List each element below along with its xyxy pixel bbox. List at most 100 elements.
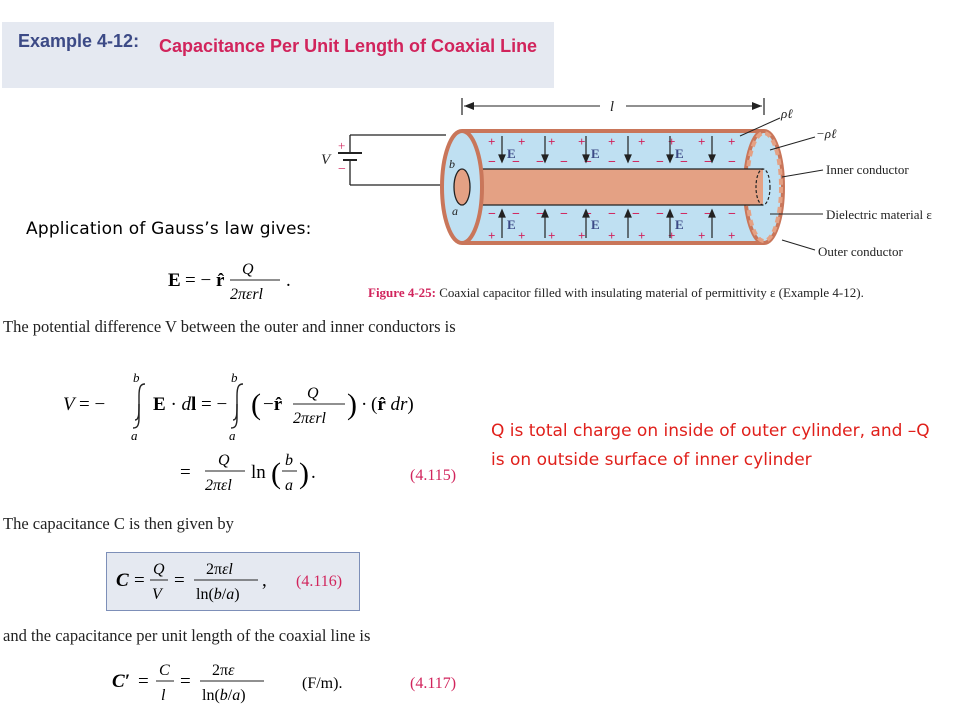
svg-text:+: +: [728, 134, 735, 149]
svg-text:+: +: [608, 134, 615, 149]
dielectric-label: Dielectric material ε: [826, 207, 932, 222]
svg-text:2πεl: 2πεl: [205, 477, 232, 494]
field-label: E: [507, 146, 516, 161]
capacitance-per-length-equation: C′ = C l = 2πε ln(b/a) (F/m). (4.117): [112, 662, 456, 704]
svg-text:a: a: [285, 477, 293, 494]
field-label: E: [675, 146, 684, 161]
svg-text:−: −: [512, 207, 520, 222]
svg-text:ln(b/a): ln(b/a): [202, 687, 246, 704]
svg-text:b: b: [285, 452, 293, 469]
svg-text:=: =: [180, 462, 191, 483]
gauss-law-text: Application of Gauss’s law gives:: [26, 219, 312, 239]
svg-text:−: −: [632, 155, 640, 170]
svg-text:−: −: [632, 207, 640, 222]
svg-text:+: +: [668, 228, 675, 243]
svg-text:(: (: [251, 388, 261, 421]
charge-note: Q is total charge on inside of outer cyl…: [491, 421, 930, 470]
svg-text:+: +: [578, 134, 585, 149]
svg-text:−: −: [656, 207, 664, 222]
svg-text:+: +: [608, 228, 615, 243]
svg-text:E: E: [168, 270, 181, 291]
svg-text:= −: = −: [185, 270, 211, 291]
svg-text:−: −: [608, 207, 616, 222]
svg-text:+: +: [488, 228, 495, 243]
svg-text:−: −: [704, 155, 712, 170]
field-label: E: [591, 146, 600, 161]
svg-text:): ): [299, 457, 309, 490]
potential-equation: V = − b a E · dl = − b a ( −r̂ Q 2πεrl )…: [63, 370, 456, 494]
svg-text:V: V: [63, 394, 77, 415]
svg-text:2πεrl: 2πεrl: [230, 286, 264, 303]
unit-label: (F/m).: [302, 675, 342, 692]
e-field-equation: E = − r̂ Q 2πεrl .: [168, 261, 291, 303]
svg-text:): ): [347, 388, 357, 421]
svg-text:Q: Q: [307, 385, 319, 402]
svg-text:+: +: [638, 228, 645, 243]
svg-text:ln(b/a): ln(b/a): [196, 586, 240, 603]
field-label: E: [591, 217, 600, 232]
figure-caption-text: Coaxial capacitor filled with insulating…: [439, 285, 864, 300]
svg-text:+: +: [728, 228, 735, 243]
svg-text:−: −: [488, 155, 496, 170]
svg-text:Q: Q: [218, 452, 230, 469]
svg-text:a: a: [131, 428, 138, 443]
svg-text:=: =: [180, 671, 191, 692]
svg-text:l: l: [161, 687, 166, 704]
svg-text:E · dl = −: E · dl = −: [153, 394, 227, 415]
svg-text:C′: C′: [112, 671, 130, 692]
svg-text:−: −: [338, 162, 346, 177]
svg-text:·: ·: [361, 394, 367, 415]
svg-text:+: +: [638, 134, 645, 149]
svg-text:=: =: [174, 570, 185, 591]
svg-text:2πεl: 2πεl: [206, 561, 233, 578]
svg-text:C: C: [116, 570, 129, 591]
svg-text:(: (: [271, 457, 281, 490]
length-label: l: [610, 99, 614, 115]
svg-text:+: +: [548, 228, 555, 243]
example-label: Example 4-12:: [18, 31, 140, 51]
radius-b-label: b: [449, 157, 455, 171]
svg-text:=: =: [138, 671, 149, 692]
field-label: E: [507, 217, 516, 232]
svg-text:b: b: [133, 370, 140, 385]
potential-paragraph: The potential difference V between the o…: [3, 317, 456, 336]
svg-text:a: a: [229, 428, 236, 443]
svg-text:C: C: [159, 662, 170, 679]
capacitance-paragraph: The capacitance C is then given by: [3, 514, 234, 533]
svg-text:r̂: r̂: [216, 270, 225, 291]
svg-text:−: −: [512, 155, 520, 170]
example-header: [2, 22, 554, 88]
svg-text:−: −: [536, 207, 544, 222]
svg-text:−: −: [560, 155, 568, 170]
svg-text:Q: Q: [153, 561, 165, 578]
svg-text:−: −: [584, 155, 592, 170]
coaxial-capacitor-figure: l + − V b a ++++ ++++ + ++++ ++++ + −−−−…: [321, 98, 932, 259]
svg-text:= −: = −: [79, 394, 105, 415]
svg-text:(r̂ dr): (r̂ dr): [371, 394, 414, 415]
svg-text:.: .: [311, 462, 316, 483]
figure-caption: Figure 4-25: Coaxial capacitor filled wi…: [368, 285, 864, 301]
eq-117-tag: (4.117): [410, 675, 456, 692]
svg-text:+: +: [488, 134, 495, 149]
svg-text:−: −: [704, 207, 712, 222]
svg-text:−: −: [560, 207, 568, 222]
voltage-label: V: [321, 152, 332, 168]
field-label: E: [675, 217, 684, 232]
svg-text:+: +: [698, 134, 705, 149]
svg-text:−: −: [680, 155, 688, 170]
svg-text:−: −: [728, 207, 736, 222]
svg-text:,: ,: [262, 570, 267, 591]
svg-text:+: +: [578, 228, 585, 243]
rho-pos-label: ρℓ: [780, 106, 793, 121]
svg-text:+: +: [518, 228, 525, 243]
svg-text:−: −: [680, 207, 688, 222]
inner-conductor-label: Inner conductor: [826, 162, 909, 177]
svg-text:ln: ln: [251, 462, 266, 483]
svg-text:+: +: [698, 228, 705, 243]
eq-115-tag: (4.115): [410, 467, 456, 484]
svg-text:−: −: [608, 155, 616, 170]
svg-text:−: −: [488, 207, 496, 222]
svg-text:−: −: [728, 155, 736, 170]
svg-text:b: b: [231, 370, 238, 385]
example-title: Capacitance Per Unit Length of Coaxial L…: [159, 36, 538, 56]
